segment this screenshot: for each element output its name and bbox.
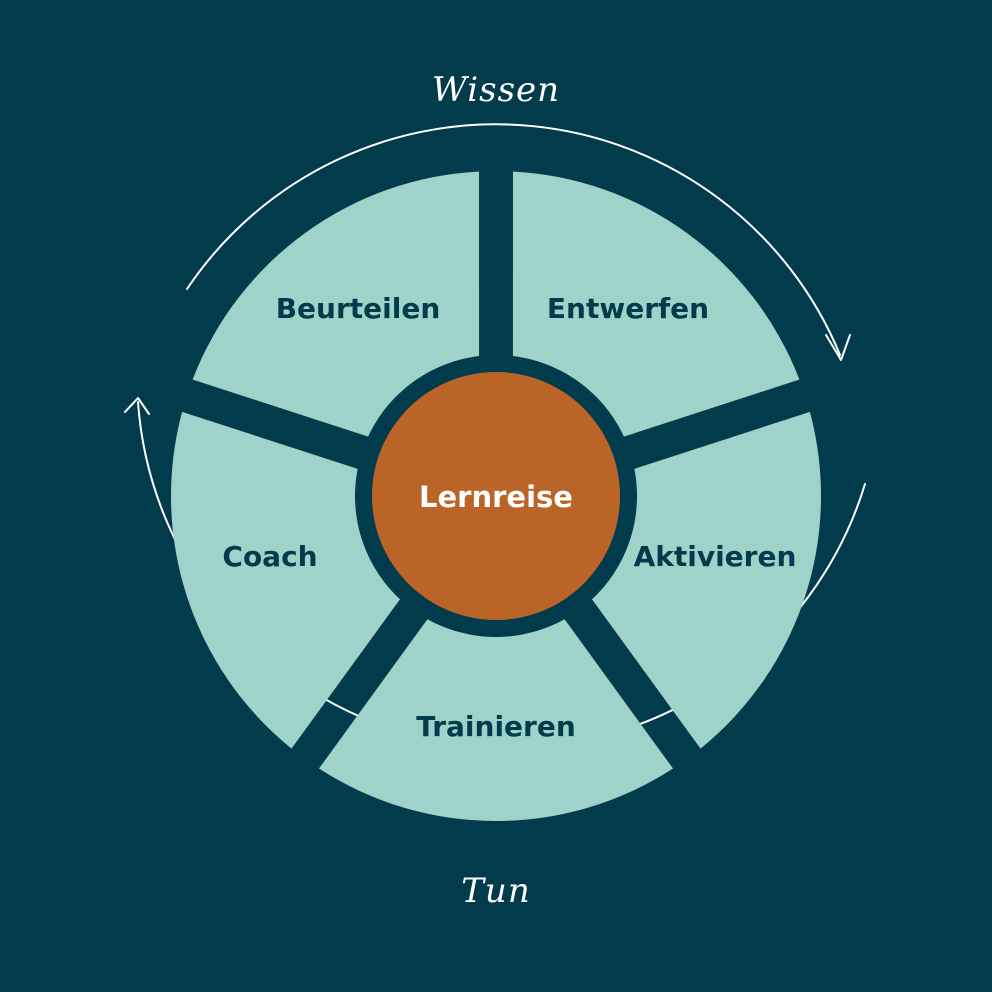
- segment-entwerfen: [512, 171, 800, 444]
- segment-coach: [170, 411, 413, 749]
- segment-label-aktivieren: Aktivieren: [634, 540, 797, 573]
- segment-label-beurteilen: Beurteilen: [276, 292, 441, 325]
- tun-label: Tun: [461, 871, 530, 911]
- hub-label: Lernreise: [419, 480, 573, 514]
- segment-trainieren: [318, 602, 674, 822]
- segment-beurteilen: [192, 171, 480, 444]
- wissen-arrowhead-icon: [825, 334, 851, 361]
- segment-label-coach: Coach: [222, 540, 317, 573]
- tun-arrowhead-icon: [124, 397, 150, 415]
- segment-aktivieren: [579, 411, 822, 749]
- segment-label-entwerfen: Entwerfen: [547, 292, 709, 325]
- hub-circle: [372, 372, 620, 620]
- segment-label-trainieren: Trainieren: [416, 710, 576, 743]
- wissen-arc-arrow: [186, 123, 841, 356]
- wissen-label: Wissen: [432, 70, 560, 110]
